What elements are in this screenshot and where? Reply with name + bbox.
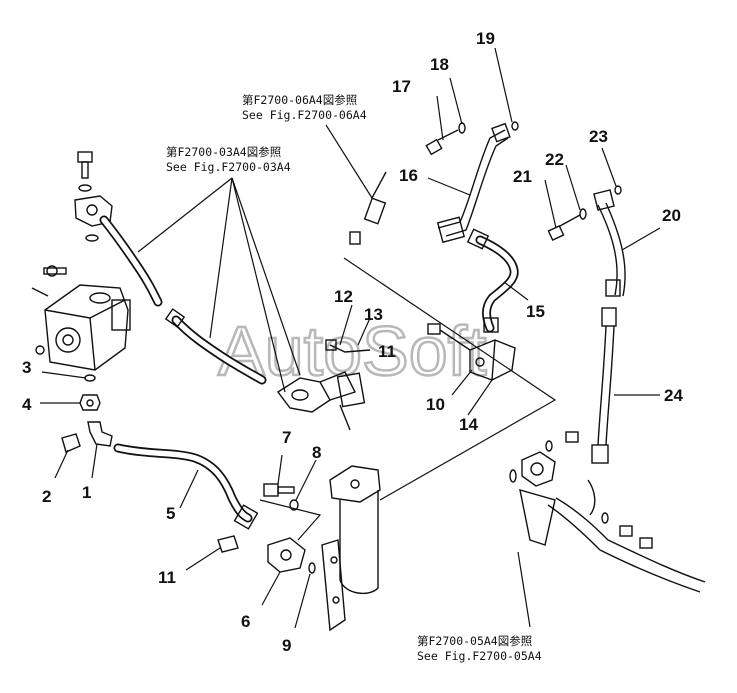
callout-15: 15 [526,302,545,321]
elbow-flange-center [276,371,366,431]
callout-17: 17 [392,77,411,96]
callout-9: 9 [282,636,291,655]
bolt-17 [425,129,459,156]
callout-11-upper: 11 [378,342,396,361]
figure-references: 第F2700-06A4図参照 See Fig.F2700-06A4 第F2700… [166,93,542,663]
plug-2 [61,433,81,453]
hose-5 [113,443,259,530]
callout-18: 18 [430,55,449,74]
callout-10: 10 [426,395,445,414]
hydraulic-pump [31,265,131,371]
callout-numbers: 1 2 3 4 5 6 7 8 9 10 11 11 12 13 14 15 1… [22,29,683,655]
callout-22: 22 [545,150,564,169]
callout-4: 4 [22,395,32,414]
callout-20: 20 [662,206,681,225]
hose-24 [591,307,617,464]
lower-right-assembly [509,431,706,593]
washer-18 [458,122,466,134]
oring-9 [308,562,316,574]
callout-3: 3 [22,358,31,377]
callout-14: 14 [459,415,478,434]
suction-flange [74,195,163,307]
callout-2: 2 [42,487,51,506]
leader-lines [40,47,661,629]
assembly-outline-1 [343,257,557,501]
ref-06a4-en: See Fig.F2700-06A4 [242,108,367,122]
bolt-21 [547,214,581,241]
callout-1: 1 [82,483,91,502]
hose-end-ref [349,171,387,245]
bolt-top-left [77,151,93,192]
oring-19 [511,121,519,131]
washer-8 [289,499,299,511]
callout-21: 21 [513,167,532,186]
callout-19: 19 [476,29,495,48]
callout-23: 23 [589,127,608,146]
oring-3 [84,374,96,382]
parts-drawing [31,121,706,632]
callout-11-lower: 11 [158,568,176,587]
washer-22 [579,208,587,220]
assembly-outline-2 [259,499,322,541]
pipe-20 [593,189,626,297]
fitting-11-lower [217,535,239,553]
ref-05a4-jp: 第F2700-05A4図参照 [417,634,532,648]
elbow-1 [87,421,113,447]
oring-23 [614,185,622,195]
hose-middle [164,308,267,385]
ref-05a4-en: See Fig.F2700-05A4 [417,649,542,663]
callout-6: 6 [241,612,250,631]
callout-16: 16 [399,166,418,185]
callout-13: 13 [364,305,383,324]
callout-12: 12 [334,287,353,306]
callout-8: 8 [312,443,321,462]
callout-7: 7 [282,428,291,447]
ref-03a4-en: See Fig.F2700-03A4 [166,160,291,174]
hose-15 [466,228,519,333]
ref-06a4-jp: 第F2700-06A4図参照 [242,93,357,107]
valve-6 [267,537,306,573]
bolt-7 [263,483,295,497]
callout-5: 5 [166,504,175,523]
nut-4 [79,394,101,411]
pipe-16 [436,122,511,244]
callout-24: 24 [664,386,683,405]
line-filter [321,465,381,632]
ref-03a4-jp: 第F2700-03A4図参照 [166,145,281,159]
